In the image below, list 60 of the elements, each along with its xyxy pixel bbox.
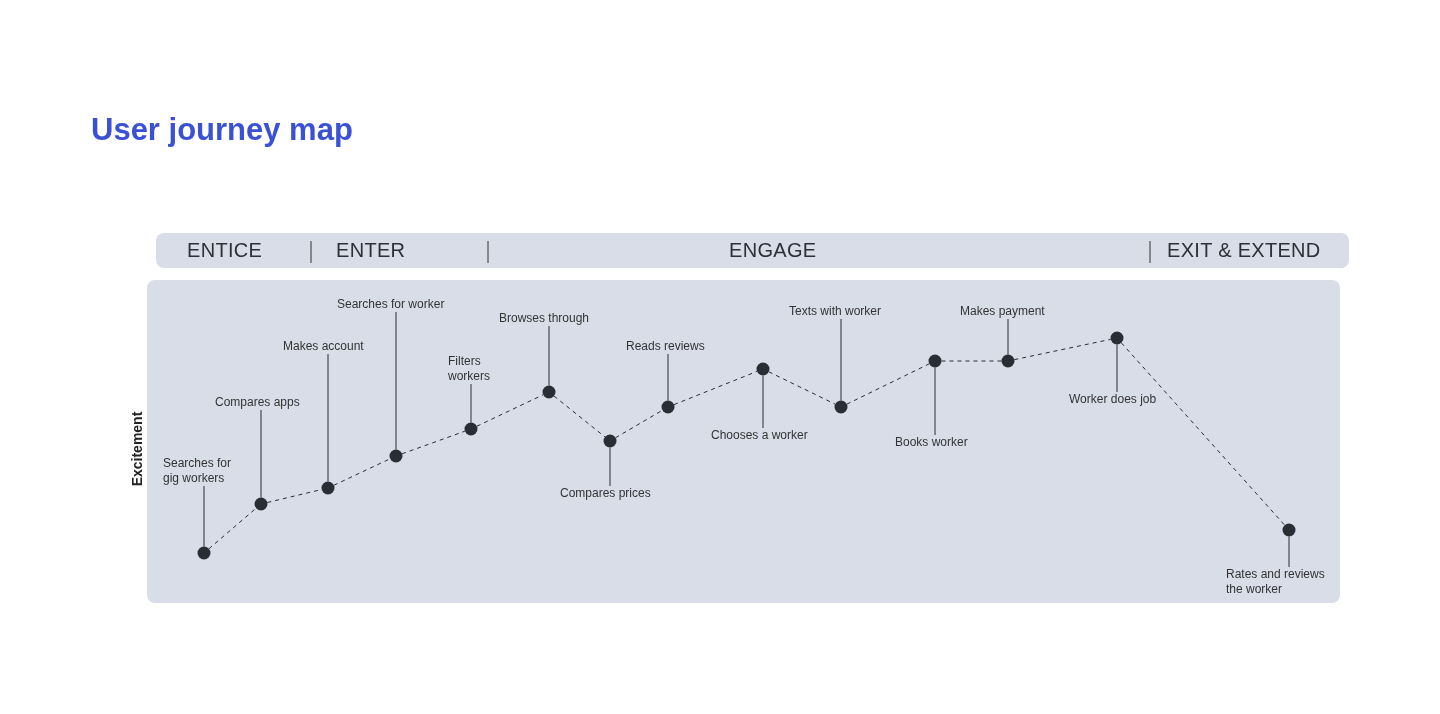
- step-label: Makes payment: [960, 304, 1045, 319]
- step-label: Rates and reviews the worker: [1226, 567, 1341, 597]
- leader-line: [1116, 344, 1118, 393]
- dashed-connector: [673, 370, 758, 406]
- step-label: Worker does job: [1069, 392, 1157, 407]
- dashed-connector: [476, 394, 544, 427]
- data-point: [197, 546, 211, 560]
- step-label: Browses through: [499, 311, 590, 326]
- leader-line: [260, 409, 262, 498]
- leader-line: [470, 383, 472, 423]
- data-point: [254, 497, 268, 511]
- data-point: [542, 385, 556, 399]
- data-point: [321, 481, 335, 495]
- dashed-connector: [1013, 338, 1112, 361]
- data-point: [603, 434, 617, 448]
- step-label: Compares apps: [215, 395, 300, 410]
- stage-label: ENTICE: [187, 239, 263, 262]
- step-label: Compares prices: [560, 486, 651, 501]
- data-point: [389, 449, 403, 463]
- step-label: Books worker: [895, 435, 968, 450]
- dashed-connector: [768, 371, 836, 405]
- leader-line: [327, 353, 329, 482]
- leader-line: [609, 447, 611, 487]
- leader-line: [1007, 318, 1009, 355]
- dashed-connector: [208, 507, 257, 550]
- stage-label: EXIT & EXTEND: [1167, 239, 1321, 262]
- data-point: [464, 422, 478, 436]
- data-point: [1110, 331, 1124, 345]
- data-point: [661, 400, 675, 414]
- step-label: Chooses a worker: [711, 428, 808, 443]
- step-label: Searches for gig workers: [163, 456, 243, 486]
- dashed-connector: [1120, 342, 1286, 526]
- dashed-connector: [941, 360, 1002, 362]
- leader-line: [395, 311, 397, 450]
- dashed-connector: [401, 430, 466, 455]
- stage-label: ENTER: [336, 239, 406, 262]
- leader-line: [840, 318, 842, 401]
- leader-line: [1288, 536, 1290, 568]
- dashed-connector: [615, 409, 663, 439]
- step-label: Makes account: [283, 339, 364, 354]
- title: User journey map: [91, 112, 353, 148]
- leader-line: [667, 353, 669, 401]
- leader-line: [762, 375, 764, 429]
- data-point: [928, 354, 942, 368]
- step-label: Searches for worker: [337, 297, 445, 312]
- leader-line: [548, 325, 550, 386]
- leader-line: [203, 485, 205, 547]
- data-point: [834, 400, 848, 414]
- axis-label: Excitement: [129, 410, 145, 489]
- step-label: Reads reviews: [626, 339, 705, 354]
- data-point: [1001, 354, 1015, 368]
- data-point: [756, 362, 770, 376]
- stage-label: ENGAGE: [729, 239, 817, 262]
- dashed-connector: [846, 363, 930, 405]
- dashed-connector: [553, 395, 606, 438]
- step-label: Texts with worker: [789, 304, 882, 319]
- step-label: Filters workers: [448, 354, 506, 384]
- dashed-connector: [333, 458, 391, 486]
- data-point: [1282, 523, 1296, 537]
- leader-line: [934, 367, 936, 436]
